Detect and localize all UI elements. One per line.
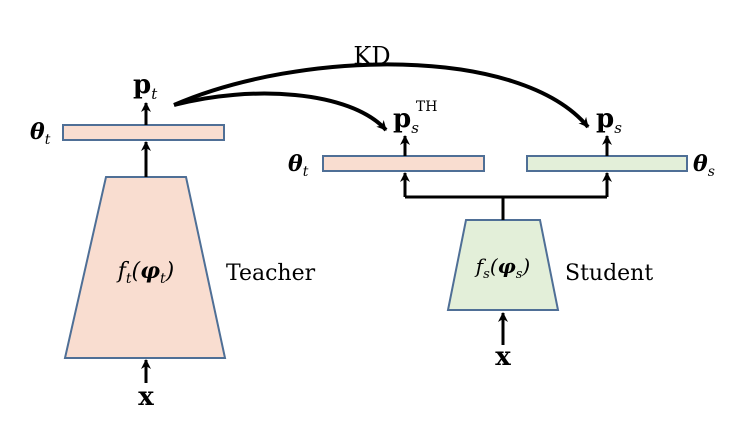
teacher-label: Teacher bbox=[226, 261, 316, 286]
student-backbone bbox=[446, 219, 560, 311]
student-head bbox=[526, 155, 688, 172]
teacher-output-label: pt bbox=[133, 70, 158, 103]
student-function-label: fs(φs) bbox=[474, 254, 530, 282]
teacher-head-param-label: θt bbox=[30, 119, 51, 148]
th-output-label: psTH bbox=[393, 99, 437, 137]
student-teacher-head bbox=[322, 155, 485, 172]
student-output-label: ps bbox=[596, 104, 622, 137]
student-teacher-head-param-label: θt bbox=[288, 151, 309, 180]
teacher-function-label: ft(φt) bbox=[116, 258, 175, 287]
student-head-param-label: θs bbox=[693, 151, 715, 180]
kd-label: KD bbox=[353, 42, 390, 70]
teacher-input-label: x bbox=[138, 382, 154, 412]
teacher-head bbox=[62, 124, 225, 141]
kd-arrow-to-th-output bbox=[173, 91, 388, 132]
kd-arrow-to-student-output bbox=[173, 62, 590, 129]
teacher-backbone bbox=[63, 176, 227, 359]
student-input-label: x bbox=[495, 342, 511, 372]
student-label: Student bbox=[565, 261, 653, 286]
